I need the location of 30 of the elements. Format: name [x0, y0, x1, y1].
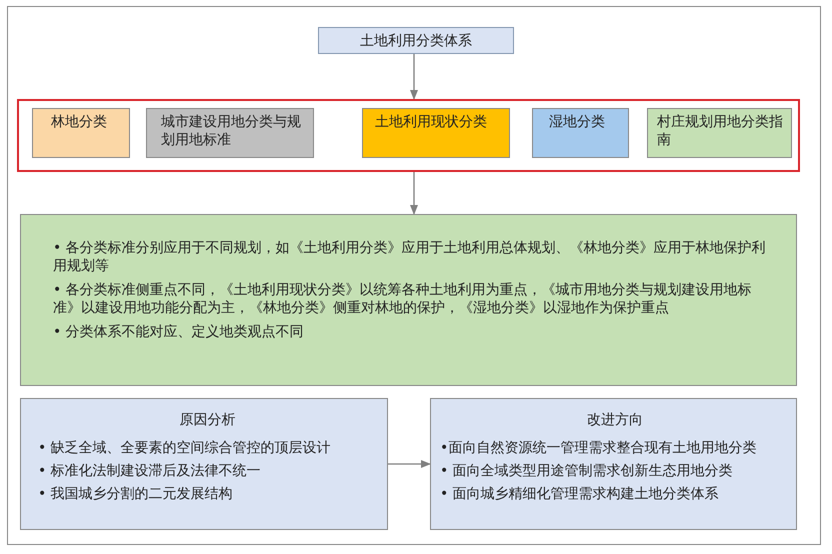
bullet-text: • 分类体系不能对应、定义地类观点不同: [53, 323, 305, 341]
category-box: [362, 108, 510, 158]
bullet-text: • 缺乏全域、全要素的空间综合管控的顶层设计: [38, 439, 332, 457]
arrow: [388, 460, 431, 468]
bullet-text: • 标准化法制建设滞后及法律不统一: [38, 462, 262, 480]
box-label: 湿地分类: [549, 113, 606, 131]
box-label: 林地分类: [51, 113, 108, 131]
bullet-text: • 各分类标准分别应用于不同规划，如《土地利用分类》应用于土地利用总体规划、《林地分类》应用于林地保护利用规划等: [53, 239, 767, 275]
problem-box: [20, 214, 797, 386]
bullet-text: • 我国城乡分割的二元发展结构: [38, 485, 234, 503]
box-label: 土地利用现状分类: [375, 113, 488, 131]
box-heading: 原因分析: [178, 411, 236, 429]
bullet-text: • 面向全域类型用途管制需求创新生态用地分类: [440, 462, 734, 480]
direction-box: [430, 398, 797, 530]
arrow: [410, 172, 418, 215]
box-label: 土地利用分类体系: [359, 32, 473, 50]
category-box: [146, 108, 314, 158]
bullet-text: •面向自然资源统一管理需求整合现有土地用地分类: [440, 439, 758, 457]
category-box: [647, 108, 792, 158]
box-heading: 改进方向: [586, 411, 644, 429]
bullet-text: • 面向城乡精细化管理需求构建土地分类体系: [440, 485, 720, 503]
title-box: [318, 27, 514, 54]
box-label: 村庄规划用地分类指南: [657, 113, 784, 149]
box-label: 城市建设用地分类与规划用地标准: [161, 113, 302, 149]
cause-box: [20, 398, 388, 530]
group-frame: [17, 99, 800, 172]
bullet-text: • 各分类标准侧重点不同，《土地利用现状分类》以统筹各种土地利用为重点，《城市用地分类与规划建设用地标准》以建设用地功能分配为主，《林地分类》侧重对林地的保护，《湿地分类》以湿地作为保护重点: [53, 281, 753, 317]
category-box: [32, 108, 130, 158]
arrow: [410, 54, 418, 100]
category-box: [532, 108, 629, 158]
